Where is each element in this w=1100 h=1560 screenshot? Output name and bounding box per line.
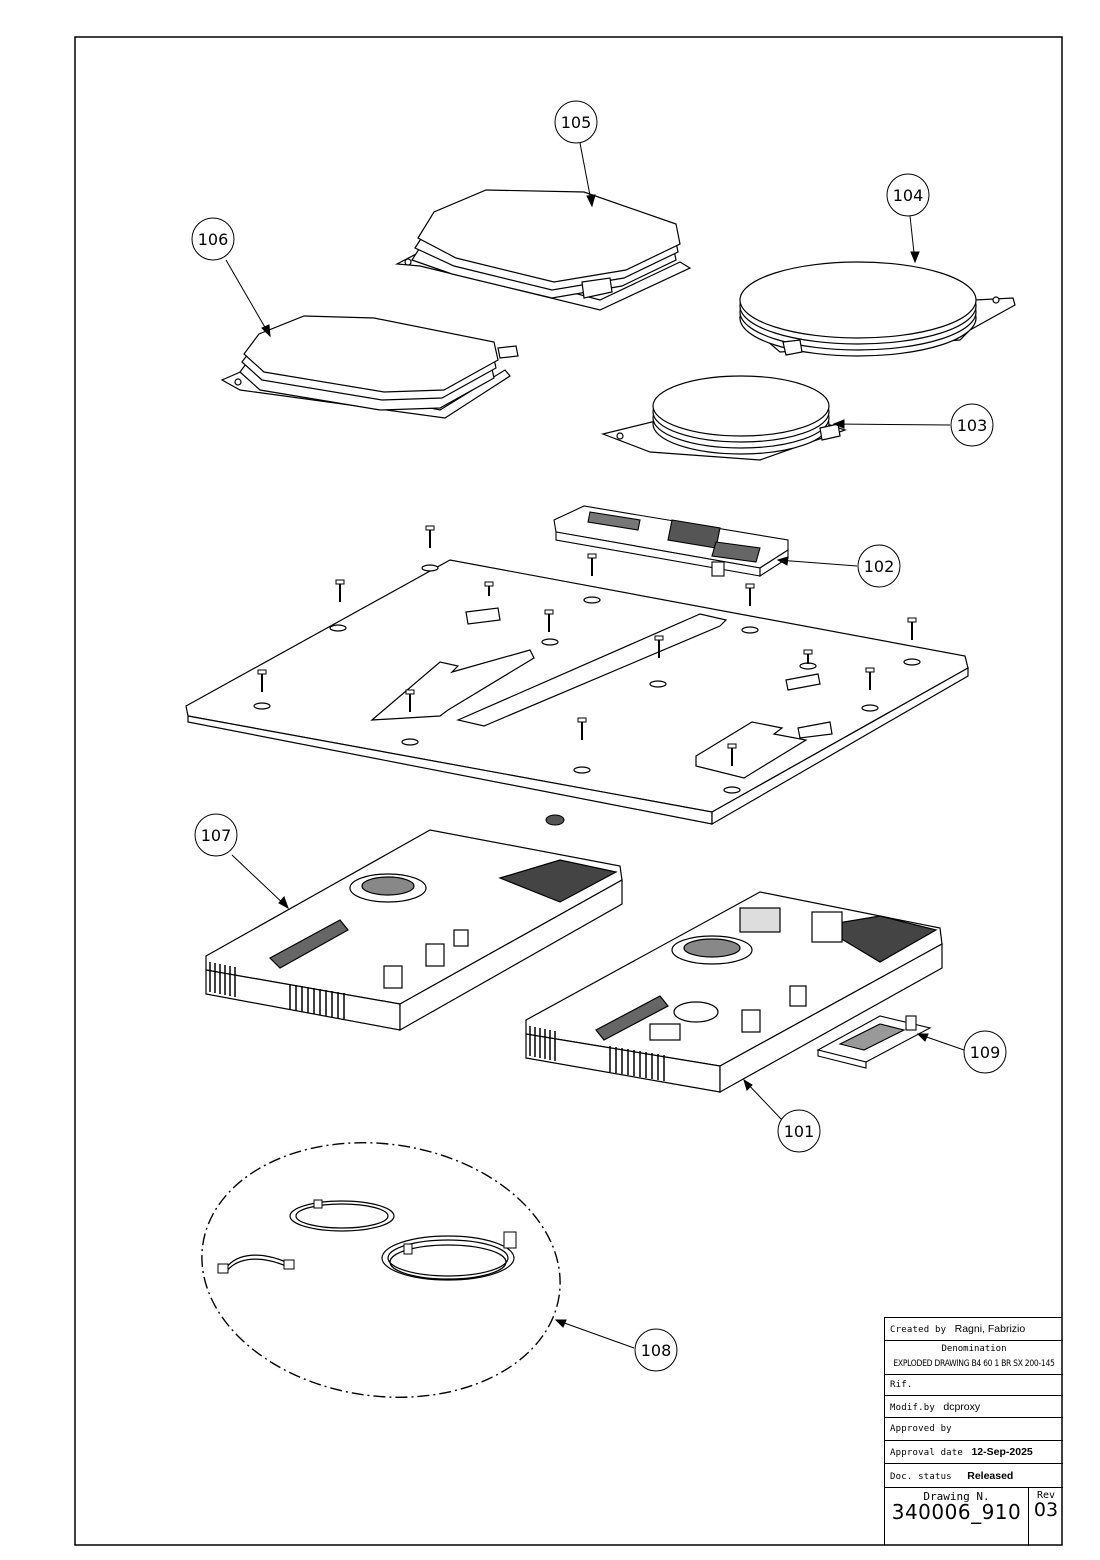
grommet <box>545 814 565 826</box>
drawing-frame <box>74 36 1063 1546</box>
balloon-103: 103 <box>950 403 994 447</box>
created-by-value: Ragni, Fabrizio <box>954 1323 1026 1335</box>
doc-status-row: Doc. status Released <box>885 1464 1063 1488</box>
top-plate <box>185 559 969 826</box>
created-by-row: Created by Ragni, Fabrizio <box>885 1318 1063 1341</box>
created-by-label: Created by <box>890 1325 947 1335</box>
power-module-107 <box>205 829 623 1032</box>
svg-text:107: 107 <box>201 826 232 845</box>
svg-text:109: 109 <box>970 1043 1001 1062</box>
balloon-102: 102 <box>857 544 901 588</box>
control-board-102 <box>553 505 789 578</box>
revision-label: Rev <box>1036 1490 1056 1501</box>
svg-text:106: 106 <box>198 230 229 249</box>
balloon-108: 108 <box>634 1328 678 1372</box>
rif-label: Rif. <box>890 1380 913 1390</box>
induction-coil-106 <box>220 315 519 419</box>
induction-coil-103 <box>600 375 847 461</box>
balloon-106: 106 <box>191 217 235 261</box>
denomination-value: EXPLODED DRAWING B4 60 1 BR SX 200-145 <box>885 1355 1063 1375</box>
approval-date-row: Approval date 12-Sep-2025 <box>885 1441 1063 1464</box>
bracket-109 <box>816 1015 932 1069</box>
balloon-105: 105 <box>554 100 598 144</box>
cable-kit-108 <box>201 1142 561 1398</box>
svg-text:102: 102 <box>864 557 895 576</box>
title-block: Created by Ragni, Fabrizio Denomination … <box>884 1317 1063 1546</box>
induction-coil-105 <box>394 189 692 311</box>
revision-cell: Rev 03 <box>1029 1488 1063 1546</box>
induction-coil-104 <box>738 261 1016 357</box>
screws <box>257 525 917 766</box>
denomination-label: Denomination <box>941 1344 1007 1354</box>
approved-by-row: Approved by <box>885 1418 1063 1441</box>
power-module-101 <box>525 891 943 1094</box>
leader-lines <box>225 142 965 1349</box>
drawing-number-label: Drawing N. <box>923 1490 990 1503</box>
drawing-number-value: 340006_910 <box>891 1500 1022 1524</box>
approval-date-label: Approval date <box>890 1448 964 1458</box>
svg-text:104: 104 <box>893 186 924 205</box>
doc-status-value: Released <box>967 1470 1014 1482</box>
balloon-109: 109 <box>963 1030 1007 1074</box>
svg-text:105: 105 <box>561 113 592 132</box>
revision-value: 03 <box>1033 1499 1059 1521</box>
balloon-104: 104 <box>886 173 930 217</box>
svg-text:108: 108 <box>641 1341 672 1360</box>
svg-text:103: 103 <box>957 416 988 435</box>
rif-row: Rif. <box>885 1375 1063 1396</box>
approved-by-label: Approved by <box>890 1424 952 1434</box>
balloon-101: 101 <box>777 1109 821 1153</box>
drawing-number-cell: Drawing N. 340006_910 <box>885 1488 1029 1546</box>
modif-by-label: Modif.by <box>890 1403 935 1413</box>
balloon-107: 107 <box>194 813 238 857</box>
doc-status-label: Doc. status <box>890 1472 952 1482</box>
svg-text:101: 101 <box>784 1122 815 1141</box>
modif-by-value: dcproxy <box>943 1401 981 1413</box>
approval-date-value: 12-Sep-2025 <box>971 1446 1033 1458</box>
modif-by-row: Modif.by dcproxy <box>885 1396 1063 1418</box>
